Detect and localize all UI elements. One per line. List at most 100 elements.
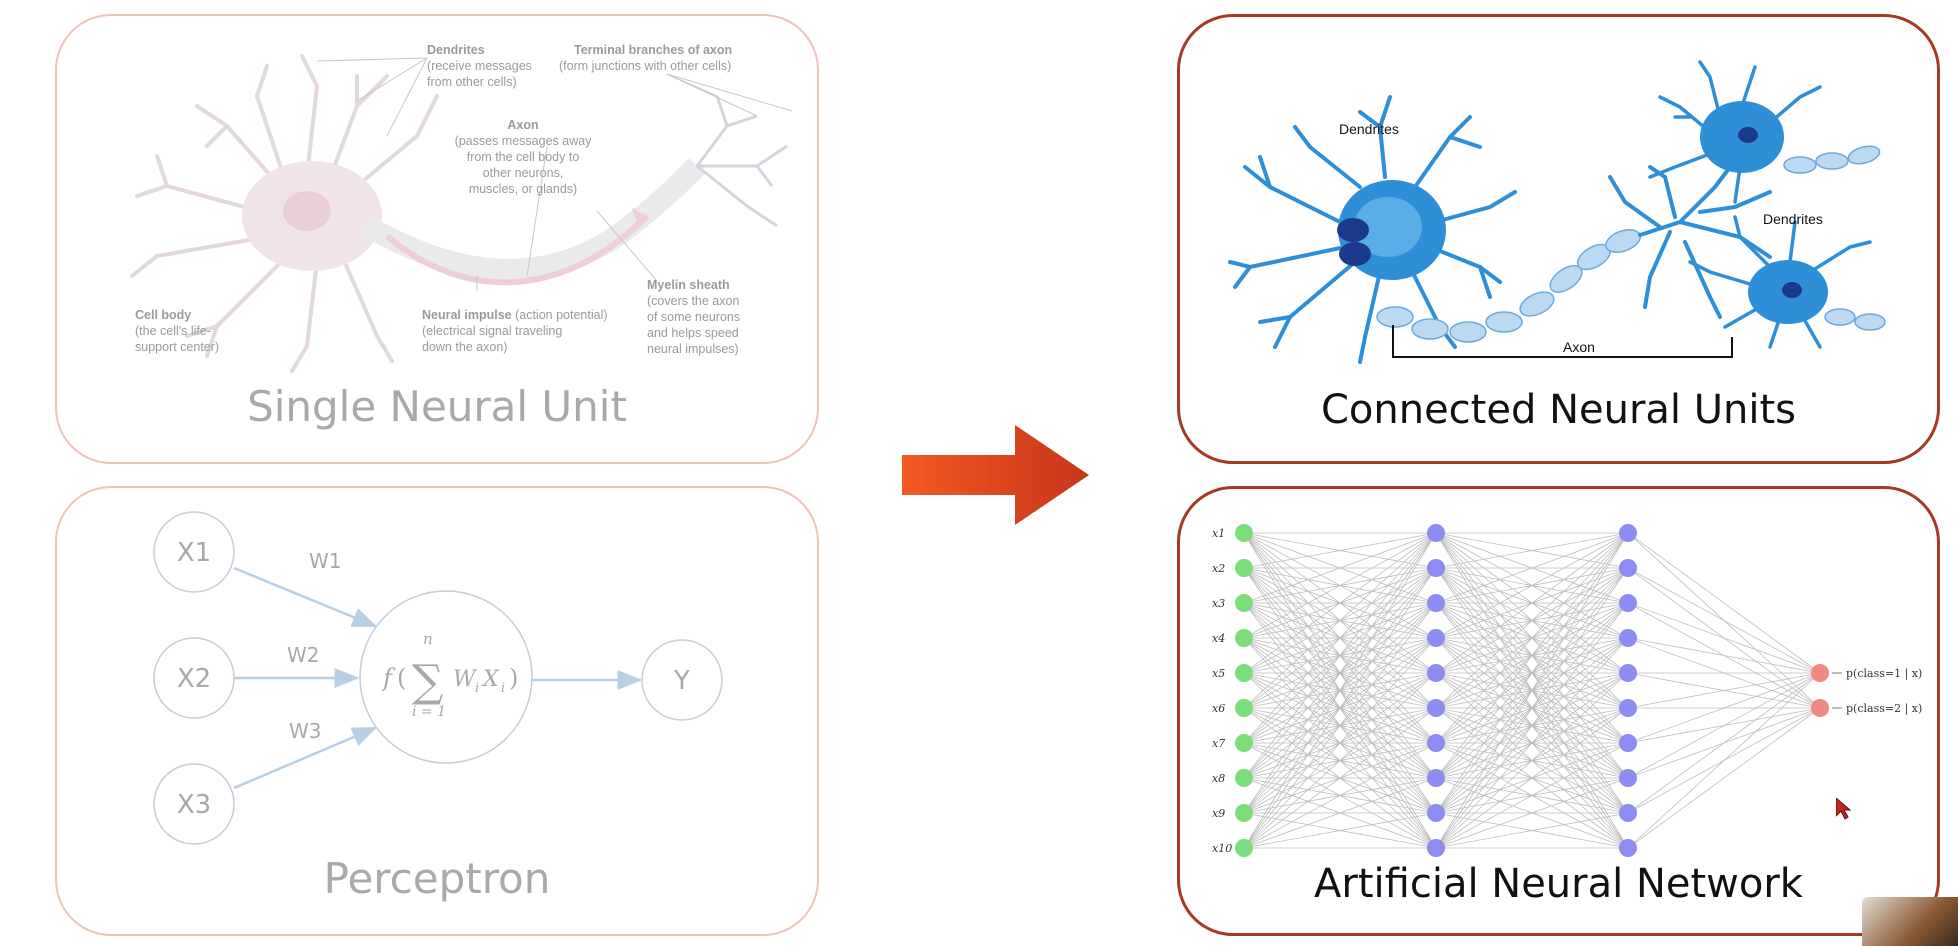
input-neuron: [1235, 664, 1253, 682]
formula-x: X: [481, 667, 500, 692]
neural-impulse-tail: (action potential): [512, 308, 608, 322]
input-neuron: [1235, 629, 1253, 647]
hidden-neuron: [1619, 839, 1637, 857]
mouse-cursor-icon: [1836, 798, 1852, 820]
hidden-neuron: [1427, 839, 1445, 857]
network-edge: [1243, 812, 1437, 849]
hidden-neuron: [1427, 559, 1445, 577]
single-neural-unit-panel: Dendrites (receive messages from other c…: [55, 14, 819, 464]
axon-desc-2: from the cell body to: [467, 150, 580, 164]
formula-upper: n: [423, 630, 433, 648]
input-neuron: [1235, 839, 1253, 857]
network-edge: [1243, 707, 1437, 849]
output-label: p(class=1 | x): [1846, 667, 1922, 681]
input-neuron: [1235, 734, 1253, 752]
w2-label: W2: [287, 643, 320, 667]
cell-body-desc-2: support center): [135, 340, 219, 354]
axon-desc-3: other neurons,: [483, 166, 564, 180]
input-label: x9: [1212, 807, 1225, 820]
hidden-neuron: [1619, 734, 1637, 752]
network-edge: [1627, 672, 1821, 709]
terminal-branches-desc: (form junctions with other cells): [559, 59, 731, 73]
input-node-x3: [153, 763, 235, 845]
biological-neuron-illustration: Dendrites (receive messages from other c…: [130, 43, 793, 373]
network-edge: [1243, 532, 1437, 744]
perceptron-panel: X1 X2 X3 W1 W2 W3 Y f ( ∑ n i = 1 W i X …: [55, 486, 819, 936]
hidden-neuron: [1427, 629, 1445, 647]
network-edge: [1243, 672, 1437, 849]
input-neuron: [1235, 594, 1253, 612]
hidden-neuron: [1427, 699, 1445, 717]
perceptron-title: Perceptron: [323, 854, 551, 903]
hidden-neuron: [1427, 804, 1445, 822]
cell-body-label: Cell body: [135, 308, 191, 322]
input-label: x6: [1212, 702, 1225, 715]
network-edge: [1627, 567, 1821, 674]
w3-label: W3: [289, 719, 322, 743]
hidden-neuron: [1619, 629, 1637, 647]
network-edge: [1627, 672, 1821, 744]
output-neuron: [1811, 699, 1829, 717]
network-edge: [1435, 532, 1629, 569]
presenter-video-thumbnail[interactable]: [1862, 897, 1958, 946]
network-edge: [1627, 672, 1821, 779]
network-edge: [1435, 532, 1629, 849]
network-edge: [1243, 532, 1437, 814]
network-edge: [1435, 567, 1629, 849]
hidden-neuron: [1619, 804, 1637, 822]
axon-desc-1: (passes messages away: [455, 134, 593, 148]
network-edge: [1435, 637, 1629, 849]
hidden-neuron: [1619, 559, 1637, 577]
terminal-branches-label: Terminal branches of axon: [574, 43, 732, 57]
network-edge: [1435, 602, 1629, 849]
cell-body-desc-1: (the cell's life-: [135, 324, 211, 338]
hidden-neuron: [1427, 769, 1445, 787]
dendrites-label: Dendrites: [427, 43, 485, 57]
y-label: Y: [673, 666, 690, 696]
network-edge: [1435, 742, 1629, 849]
network-edge: [1243, 532, 1437, 779]
formula-close-paren: ): [509, 664, 518, 692]
network-edge: [1435, 812, 1629, 849]
myelin-sheath-label: Myelin sheath: [647, 278, 730, 292]
formula-open-paren: (: [397, 664, 406, 692]
hidden-neuron: [1619, 664, 1637, 682]
input-label: x3: [1212, 597, 1225, 610]
input-neuron: [1235, 524, 1253, 542]
network-edge: [1243, 637, 1437, 849]
connected-neural-units-panel: Dendrites Dendrites Axon Connected Neura…: [1177, 14, 1940, 464]
network-edge: [1435, 532, 1629, 674]
network-edge: [1435, 532, 1629, 709]
dendrites-right-label: Dendrites: [1763, 211, 1823, 227]
input-label: x10: [1212, 842, 1232, 855]
input-label: x7: [1212, 737, 1225, 750]
network-edge: [1435, 532, 1629, 814]
neural-impulse-desc-2: down the axon): [422, 340, 507, 354]
network-edge: [1243, 532, 1437, 849]
w1-label: W1: [309, 549, 342, 573]
network-edge: [1243, 532, 1437, 709]
x3-label: X3: [177, 790, 211, 820]
right-arrow-icon: [902, 425, 1089, 525]
neural-impulse-desc-1: (electrical signal traveling: [422, 324, 562, 338]
perceptron-diagram: X1 X2 X3 W1 W2 W3 Y f ( ∑ n i = 1 W i X …: [153, 511, 723, 845]
network-edge: [1627, 672, 1821, 814]
neural-impulse-head: Neural impulse: [422, 308, 512, 322]
hidden-neuron: [1619, 594, 1637, 612]
network-edge: [1435, 532, 1629, 639]
network-edge: [1435, 777, 1629, 849]
weight-edge-3: [233, 726, 378, 790]
connected-neural-units-title: Connected Neural Units: [1320, 387, 1797, 433]
network-edge: [1627, 672, 1821, 849]
hidden-neuron: [1619, 769, 1637, 787]
network-edge: [1435, 707, 1629, 849]
input-neuron: [1235, 804, 1253, 822]
network-edge: [1243, 777, 1437, 849]
dendrites-desc-1: (receive messages: [427, 59, 532, 73]
network-edge: [1243, 532, 1437, 674]
network-edge: [1627, 602, 1821, 674]
network-edge: [1435, 532, 1629, 604]
input-neuron: [1235, 769, 1253, 787]
